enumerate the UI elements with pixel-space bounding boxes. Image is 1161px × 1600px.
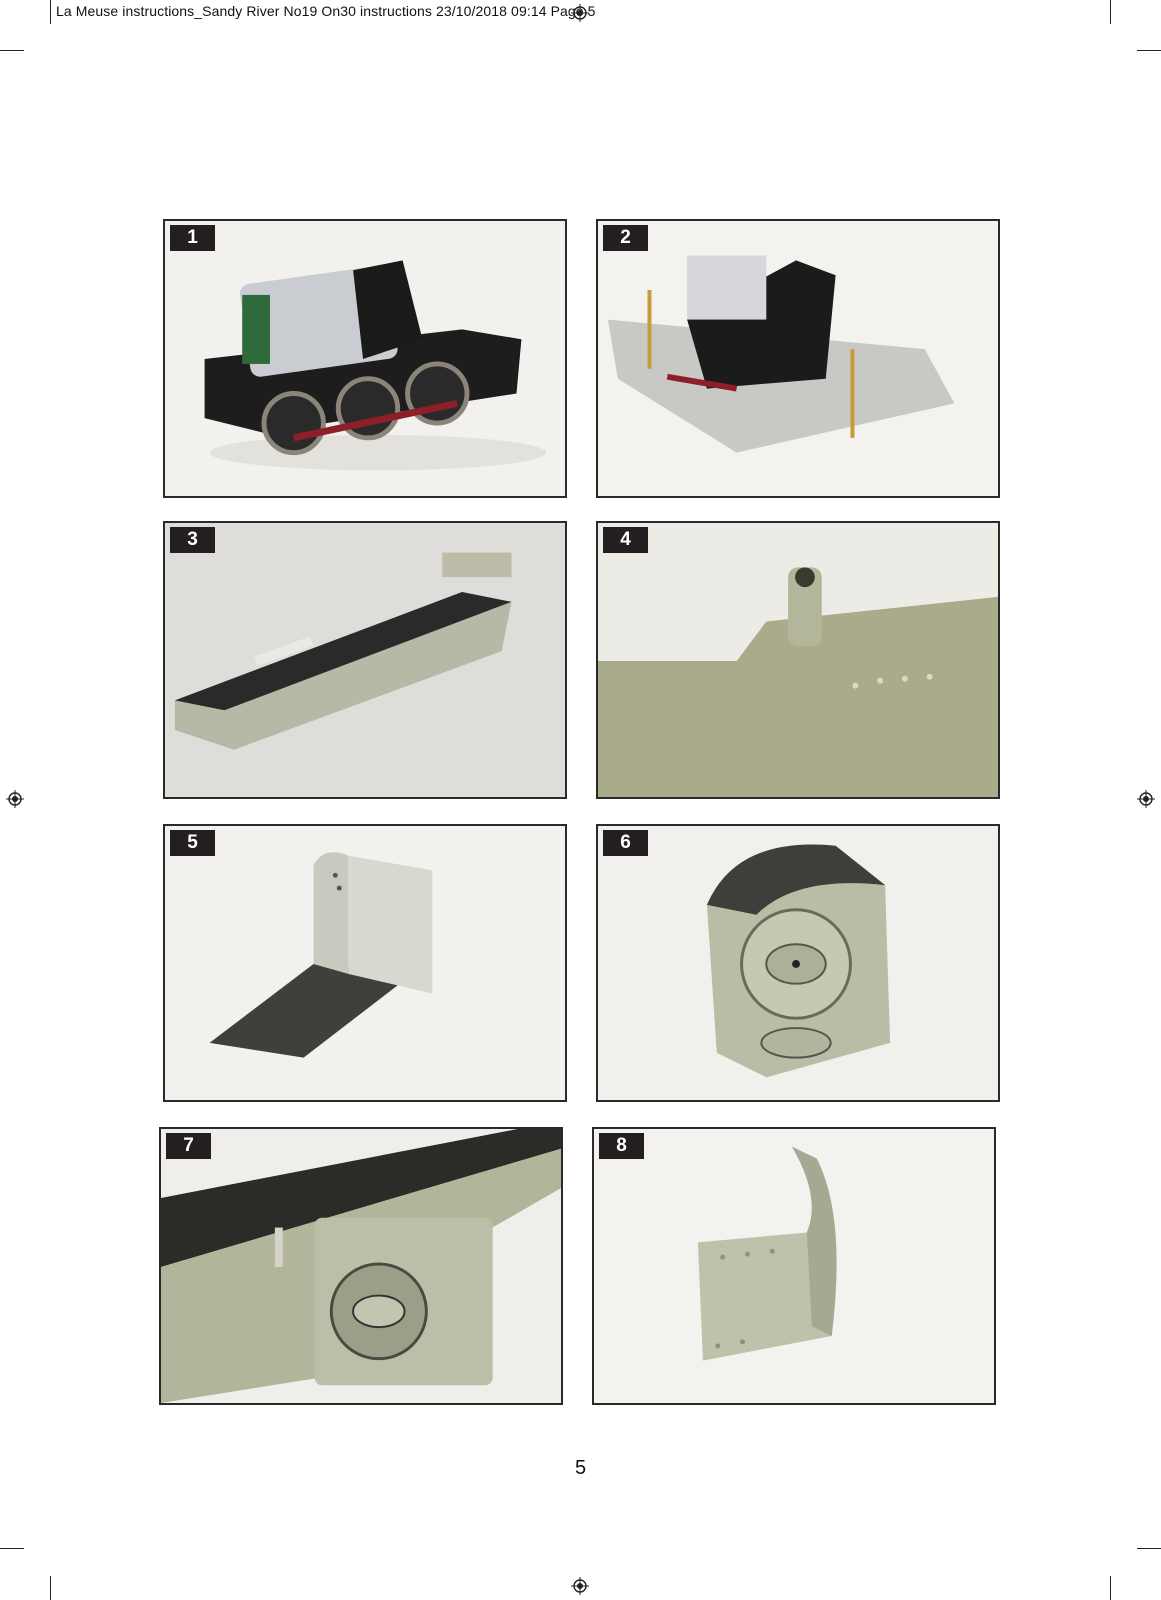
- step-photo-8: 8: [592, 1127, 996, 1405]
- chassis-motor-illustration: [165, 221, 565, 496]
- registration-mark-icon: [571, 4, 589, 22]
- crop-mark: [0, 1548, 24, 1549]
- document-header-slug: La Meuse instructions_Sandy River No19 O…: [56, 3, 596, 19]
- step-number-label: 2: [603, 225, 648, 251]
- crop-mark: [1110, 1576, 1111, 1600]
- step-photo-3: 3: [163, 521, 567, 799]
- folded-sheet-illustration: [165, 826, 565, 1100]
- cylinder-block-illustration: [598, 826, 998, 1100]
- crop-mark: [0, 50, 24, 51]
- plate-assembly-illustration: [598, 221, 998, 496]
- crop-mark: [1110, 0, 1111, 24]
- crop-mark: [50, 0, 51, 24]
- step-photo-6: 6: [596, 824, 1000, 1102]
- step-photo-7: 7: [159, 1127, 563, 1405]
- frame-illustration: [165, 523, 565, 797]
- curved-plate-illustration: [594, 1129, 994, 1403]
- step-photo-4: 4: [596, 521, 1000, 799]
- page-number: 5: [574, 1457, 587, 1479]
- registration-mark-icon: [1137, 790, 1155, 808]
- step-photo-2: 2: [596, 219, 1000, 498]
- registration-mark-icon: [6, 790, 24, 808]
- plate-closeup-illustration: [598, 523, 998, 797]
- crop-mark: [1137, 50, 1161, 51]
- step-number-label: 4: [603, 527, 648, 553]
- crop-mark: [50, 1576, 51, 1600]
- step-photo-5: 5: [163, 824, 567, 1102]
- step-number-label: 8: [599, 1133, 644, 1159]
- crop-mark: [1137, 1548, 1161, 1549]
- step-photo-1: 1: [163, 219, 567, 498]
- step-number-label: 1: [170, 225, 215, 251]
- registration-mark-icon: [571, 1577, 589, 1595]
- frame-cylinder-illustration: [161, 1129, 561, 1403]
- step-number-label: 5: [170, 830, 215, 856]
- step-number-label: 3: [170, 527, 215, 553]
- step-number-label: 7: [166, 1133, 211, 1159]
- step-number-label: 6: [603, 830, 648, 856]
